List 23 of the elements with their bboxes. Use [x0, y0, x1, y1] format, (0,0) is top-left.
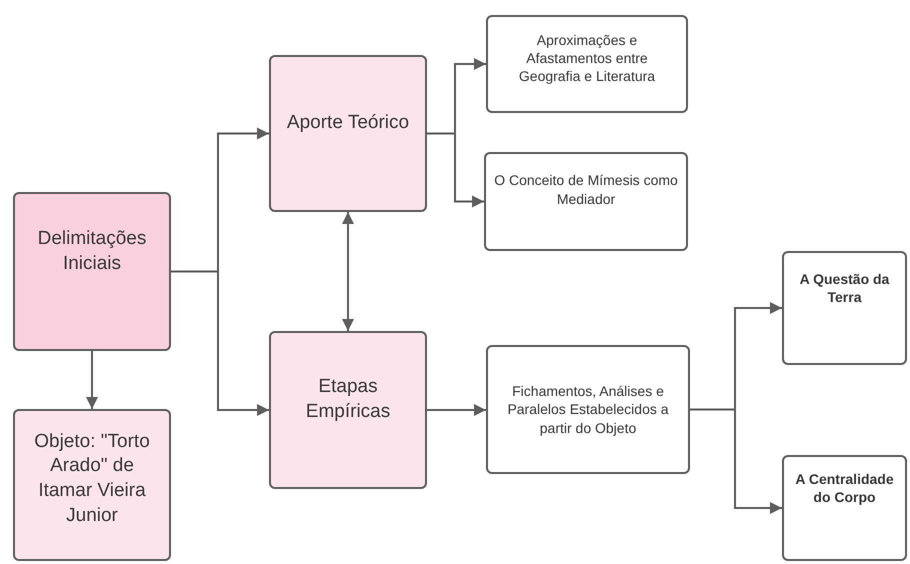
- box-label: Objeto: "Torto Arado" de Itamar Vieira Junior: [33, 430, 151, 528]
- arrow: [690, 408, 782, 514]
- box-label: O Conceito de Mímesis como Mediador: [493, 171, 679, 208]
- arrow: [342, 212, 354, 331]
- topic-box: [486, 345, 690, 474]
- topic-box: [782, 251, 907, 365]
- topic-box: [782, 455, 907, 561]
- box-label: Etapas Empíricas: [304, 375, 392, 424]
- arrow: [171, 270, 269, 416]
- arrow: [427, 404, 486, 416]
- box-label: Fichamentos, Análises e Paralelos Estabelecidos a partir do Objeto: [506, 382, 670, 437]
- box-label: A Questão da Terra: [798, 270, 890, 306]
- box-label: Delimitações Iniciais: [36, 226, 148, 276]
- stage-box: [269, 55, 427, 212]
- box-label: Aporte Teórico: [286, 111, 410, 136]
- stage-box: [13, 192, 171, 351]
- topic-box: [484, 152, 688, 251]
- topic-box: [486, 15, 688, 113]
- stage-box: [269, 331, 427, 489]
- box-label: Aproximações e Afastamentos entre Geografia e Literatura: [518, 30, 656, 86]
- stage-box: [13, 409, 171, 561]
- arrow: [86, 351, 98, 409]
- box-label: A Centralidade do Corpo: [794, 470, 895, 506]
